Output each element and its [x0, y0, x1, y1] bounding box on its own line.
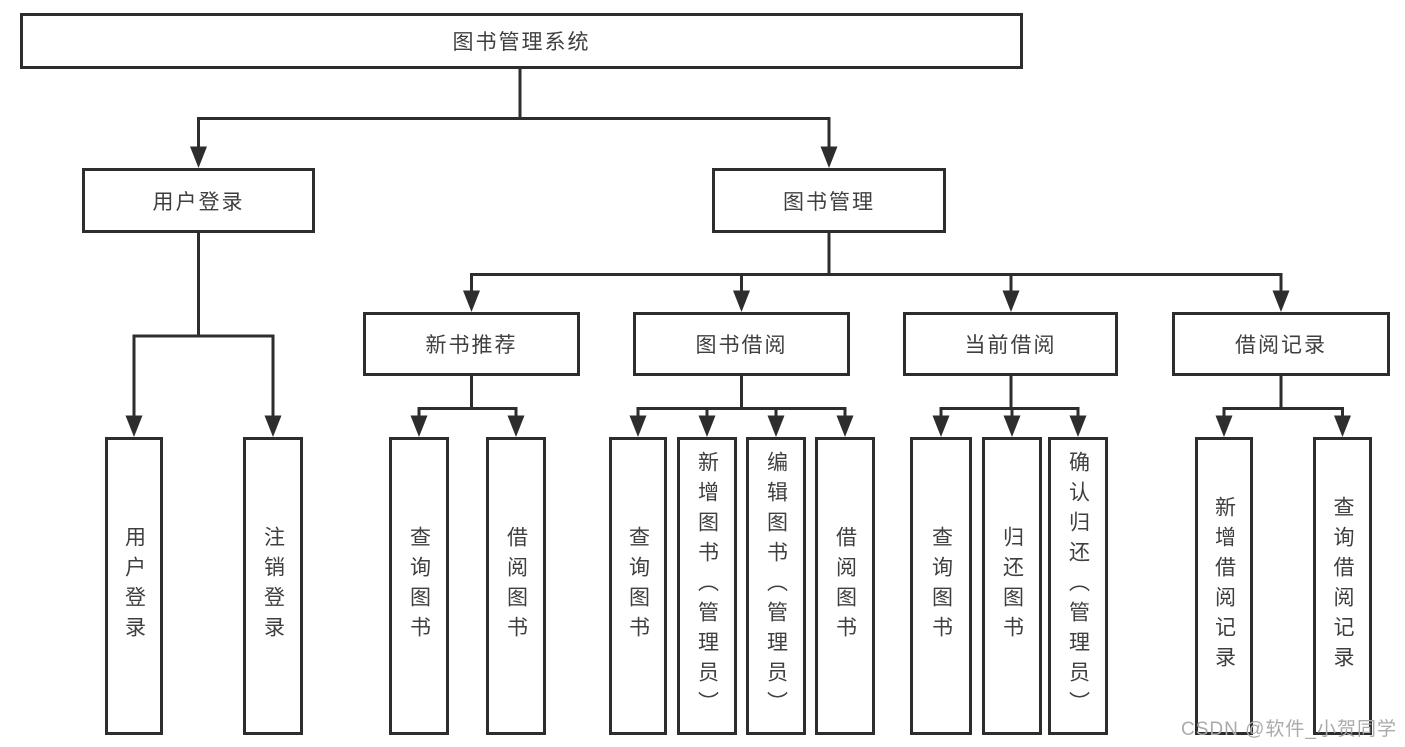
node-label: 用户登录 [152, 190, 245, 214]
leaf-cb-confirm-return-admin: 确认归还（管理员） [1048, 437, 1108, 735]
node-current-borrowing: 当前借阅 [903, 312, 1118, 376]
node-label: 图书借阅 [695, 334, 788, 357]
node-label: 借阅图书 [833, 526, 857, 646]
node-label: 注销登录 [261, 526, 285, 646]
connector-strokes [132, 69, 1344, 418]
leaf-br-add-borrow-record: 新增借阅记录 [1195, 437, 1253, 735]
node-label: 查询图书 [929, 526, 953, 646]
node-label: 图书管理系统 [452, 31, 591, 54]
node-book-management: 图书管理 [712, 168, 946, 233]
node-label: 确认归还（管理员） [1066, 451, 1090, 721]
node-label: 借阅记录 [1235, 334, 1327, 357]
leaf-bb-edit-book-admin: 编辑图书（管理员） [746, 437, 806, 735]
node-label: 新增图书（管理员） [695, 451, 719, 721]
leaf-bb-query-books: 查询图书 [609, 437, 667, 735]
node-library-system: 图书管理系统 [20, 13, 1023, 69]
node-user-login-branch: 用户登录 [82, 168, 315, 233]
node-label: 编辑图书（管理员） [764, 451, 788, 721]
node-label: 归还图书 [1000, 526, 1024, 646]
node-label: 查询借阅记录 [1331, 496, 1354, 676]
node-label: 新书推荐 [425, 334, 518, 357]
node-new-book-recommend: 新书推荐 [363, 312, 580, 376]
leaf-bb-borrow-books: 借阅图书 [815, 437, 875, 735]
leaf-nb-query-books: 查询图书 [389, 437, 449, 735]
leaf-cb-query-books: 查询图书 [910, 437, 972, 735]
leaf-logout: 注销登录 [243, 437, 303, 735]
node-label: 查询图书 [626, 526, 650, 646]
leaf-bb-add-book-admin: 新增图书（管理员） [677, 437, 737, 735]
arrowheads [125, 146, 1351, 437]
leaf-nb-borrow-books: 借阅图书 [486, 437, 546, 735]
node-label: 查询图书 [407, 526, 431, 646]
node-label: 新增借阅记录 [1212, 496, 1236, 676]
node-label: 当前借阅 [964, 334, 1057, 357]
node-label: 用户登录 [122, 526, 146, 646]
node-borrowing-records: 借阅记录 [1172, 312, 1390, 376]
node-label: 借阅图书 [504, 526, 528, 646]
leaf-cb-return-books: 归还图书 [982, 437, 1042, 735]
node-book-borrowing: 图书借阅 [633, 312, 850, 376]
leaf-user-login: 用户登录 [105, 437, 163, 735]
node-label: 图书管理 [783, 190, 875, 214]
leaf-br-query-borrow-record: 查询借阅记录 [1313, 437, 1372, 735]
csdn-watermark: CSDN @软件_小贺同学 [1181, 719, 1397, 740]
